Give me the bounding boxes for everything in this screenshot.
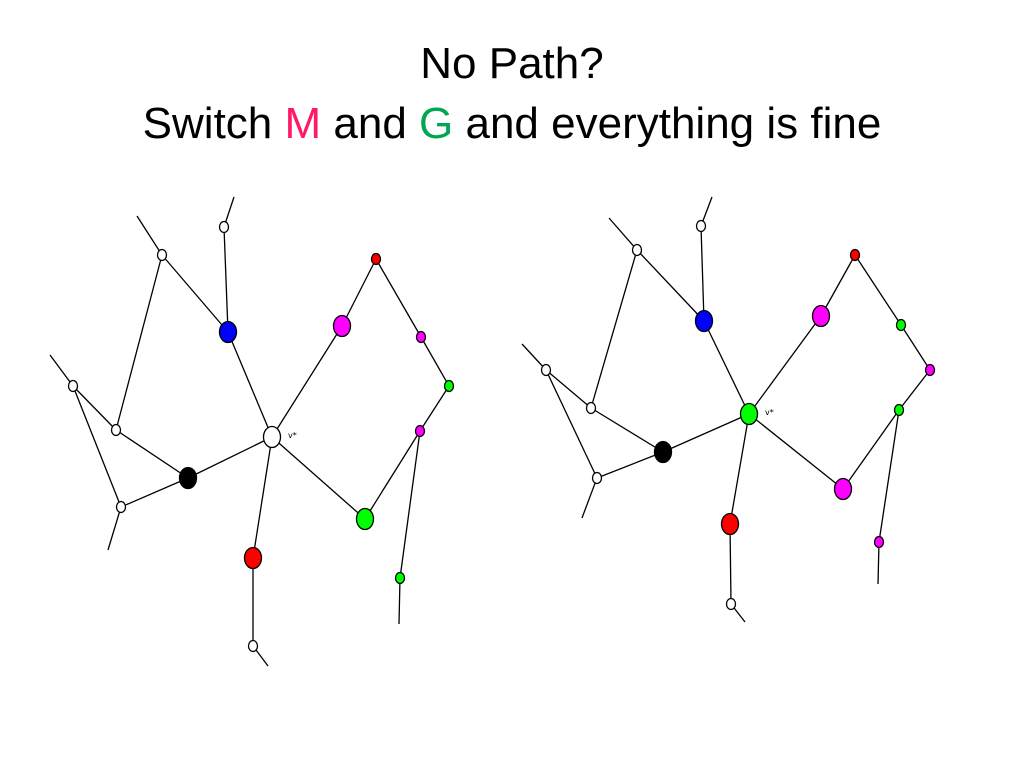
vertex-green-hub <box>739 402 759 426</box>
edge-w_mid-black1 <box>115 429 189 479</box>
vertex-magenta-magenta1 <box>811 304 831 328</box>
vertex-white-w_low <box>115 500 127 514</box>
edge-r_top-g_r1 <box>854 254 902 326</box>
edge-hub-red1 <box>252 436 273 559</box>
edge-blue1-w_upper <box>636 249 705 322</box>
vertex-label: v* <box>765 408 774 417</box>
vertex-magenta-magenta1 <box>332 314 352 338</box>
vertex-black-black1 <box>653 440 673 464</box>
edge-magenta1-r_top <box>820 254 856 317</box>
edge-m_r1-g_r <box>420 336 450 387</box>
vertex-red-r_top <box>370 252 382 266</box>
graph-after: v* <box>521 196 936 623</box>
vertex-white-w_low <box>591 471 603 485</box>
edge-g_r2-m_bot <box>878 409 900 543</box>
vertex-white-w_top <box>218 220 230 234</box>
vertex-blue-blue1 <box>694 309 714 333</box>
vertex-white-w_bottom <box>247 639 259 653</box>
edge-hub-black1 <box>662 413 750 453</box>
vertex-white-w_upper <box>156 248 168 262</box>
edge-blue1-w_top <box>223 226 229 333</box>
edge-stub-w_upper <box>136 215 163 256</box>
edge-r_top-m_r1 <box>375 258 422 338</box>
title-suffix-text: and everything is fine <box>453 99 882 148</box>
edge-g_r2-magenta_low <box>842 409 900 490</box>
edge-m_r2-green1 <box>364 430 421 520</box>
title-line-1: No Path? <box>420 39 604 88</box>
title-g-letter: G <box>419 99 454 148</box>
edge-w_left-w_low <box>545 369 598 479</box>
edge-w_left-w_mid <box>72 385 117 431</box>
vertex-green-green1 <box>355 507 375 531</box>
vertex-red-red1 <box>720 512 740 536</box>
edge-w_upper-w_mid <box>590 249 638 409</box>
vertex-white-w_bottom <box>725 597 737 611</box>
vertex-white-w_left <box>67 379 79 393</box>
vertex-green-g_r <box>443 379 455 393</box>
vertex-magenta-m_bot <box>873 535 885 549</box>
edge-hub-magenta1 <box>748 315 822 415</box>
edge-w_left-w_mid <box>545 369 592 409</box>
vertex-red-red1 <box>243 546 263 570</box>
edge-stub-w_left <box>49 354 74 387</box>
edge-stub-w_low <box>581 477 598 519</box>
vertex-white-w_top <box>695 219 707 233</box>
edge-stub-w_upper <box>608 217 638 251</box>
vertex-green-g_r2 <box>893 403 905 417</box>
vertex-white-w_mid <box>110 423 122 437</box>
vertex-white-hub <box>262 425 282 449</box>
vertex-black-black1 <box>178 466 198 490</box>
graph-before: v* <box>49 196 455 667</box>
edge-black1-w_low <box>120 477 189 508</box>
edge-hub-magenta1 <box>271 325 343 438</box>
vertex-magenta-m_r1 <box>415 330 427 344</box>
edge-hub-blue1 <box>703 320 750 415</box>
title-line-2: Switch M and G and everything is fine <box>0 94 1024 154</box>
edge-hub-red1 <box>729 413 750 525</box>
vertex-green-g_bot <box>394 571 406 585</box>
edge-stub-w_low <box>107 506 122 551</box>
edge-blue1-w_upper <box>161 254 229 333</box>
edge-m_r2-g_bot <box>399 430 421 579</box>
edge-stub-g_bot <box>398 577 401 625</box>
edge-m_r-g_r2 <box>898 369 931 411</box>
vertex-red-r_top <box>849 248 861 262</box>
slide-title: No Path? Switch M and G and everything i… <box>0 34 1024 154</box>
vertex-blue-blue1 <box>218 320 238 344</box>
title-and-text: and <box>321 99 420 148</box>
edge-g_r1-m_r <box>900 324 931 371</box>
edge-hub-blue1 <box>227 331 273 438</box>
vertex-label: v* <box>288 431 297 440</box>
edge-blue1-w_top <box>700 225 705 322</box>
edge-magenta1-r_top <box>341 258 377 327</box>
vertex-magenta-m_r2 <box>414 424 426 438</box>
edge-w_left-w_low <box>72 385 122 508</box>
vertex-white-w_mid <box>585 401 597 415</box>
vertex-magenta-m_r <box>924 363 936 377</box>
edge-hub-magenta_low <box>748 413 844 490</box>
vertex-green-g_r1 <box>895 318 907 332</box>
edge-stub-w_left <box>521 343 547 371</box>
edge-black1-w_low <box>596 451 664 479</box>
edge-hub-green1 <box>271 436 366 520</box>
vertex-magenta-magenta_low <box>833 477 853 501</box>
edge-red1-w_bottom <box>729 523 732 605</box>
vertex-white-w_left <box>540 363 552 377</box>
edge-stub-m_bot <box>877 541 880 585</box>
title-switch-text: Switch <box>142 99 285 148</box>
edge-w_upper-w_mid <box>115 254 163 431</box>
vertex-white-w_upper <box>631 243 643 257</box>
edge-w_mid-black1 <box>590 407 664 453</box>
edge-hub-black1 <box>187 436 273 479</box>
edge-g_r-m_r2 <box>419 385 450 432</box>
title-m-letter: M <box>284 99 322 148</box>
